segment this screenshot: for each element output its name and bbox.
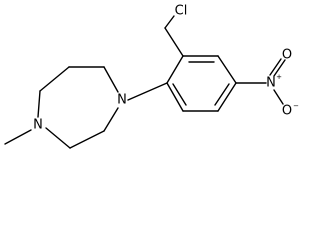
ring-bond <box>166 55 184 84</box>
ring-bond <box>45 127 71 149</box>
nitro-oxygen-bottom-label: O <box>282 104 292 119</box>
ch2-bond <box>164 27 184 57</box>
no-double-bond <box>273 59 286 77</box>
chloromethyl-group: Cl <box>164 4 188 57</box>
nitro-nitrogen-charge: + <box>276 73 282 81</box>
aryl-n-bond <box>127 82 168 101</box>
ring-bond <box>217 55 237 84</box>
nitro-oxygen-top-label: O <box>282 48 292 63</box>
nitro-oxygen-charge: − <box>293 102 299 110</box>
aromatic-double-bond <box>214 83 230 106</box>
ring-bond <box>103 66 119 93</box>
n-methyl-bond <box>4 129 32 145</box>
ring-bond <box>217 82 237 112</box>
ring-nitrogen-aryl-label: N <box>117 93 127 108</box>
chlorine-label: Cl <box>175 4 188 19</box>
no-double-bond <box>269 58 282 76</box>
diazepane-ring: N N <box>33 66 127 149</box>
ring-bond <box>39 66 70 92</box>
no-single-bond <box>273 89 284 105</box>
ring-bond <box>103 107 119 132</box>
ring-bond <box>37 90 41 118</box>
aromatic-double-bond <box>172 83 187 106</box>
ccl-bond <box>164 15 175 29</box>
chemical-structure-diagram: Cl N + O O − N N <box>4 4 299 149</box>
nitro-nitrogen-label: N <box>266 76 276 91</box>
nitro-group: N + O O − <box>235 48 299 119</box>
ring-bond <box>69 130 105 149</box>
benzene-ring <box>166 55 237 112</box>
ring-bond <box>166 82 184 112</box>
ring-nitrogen-methyl-label: N <box>33 118 43 133</box>
